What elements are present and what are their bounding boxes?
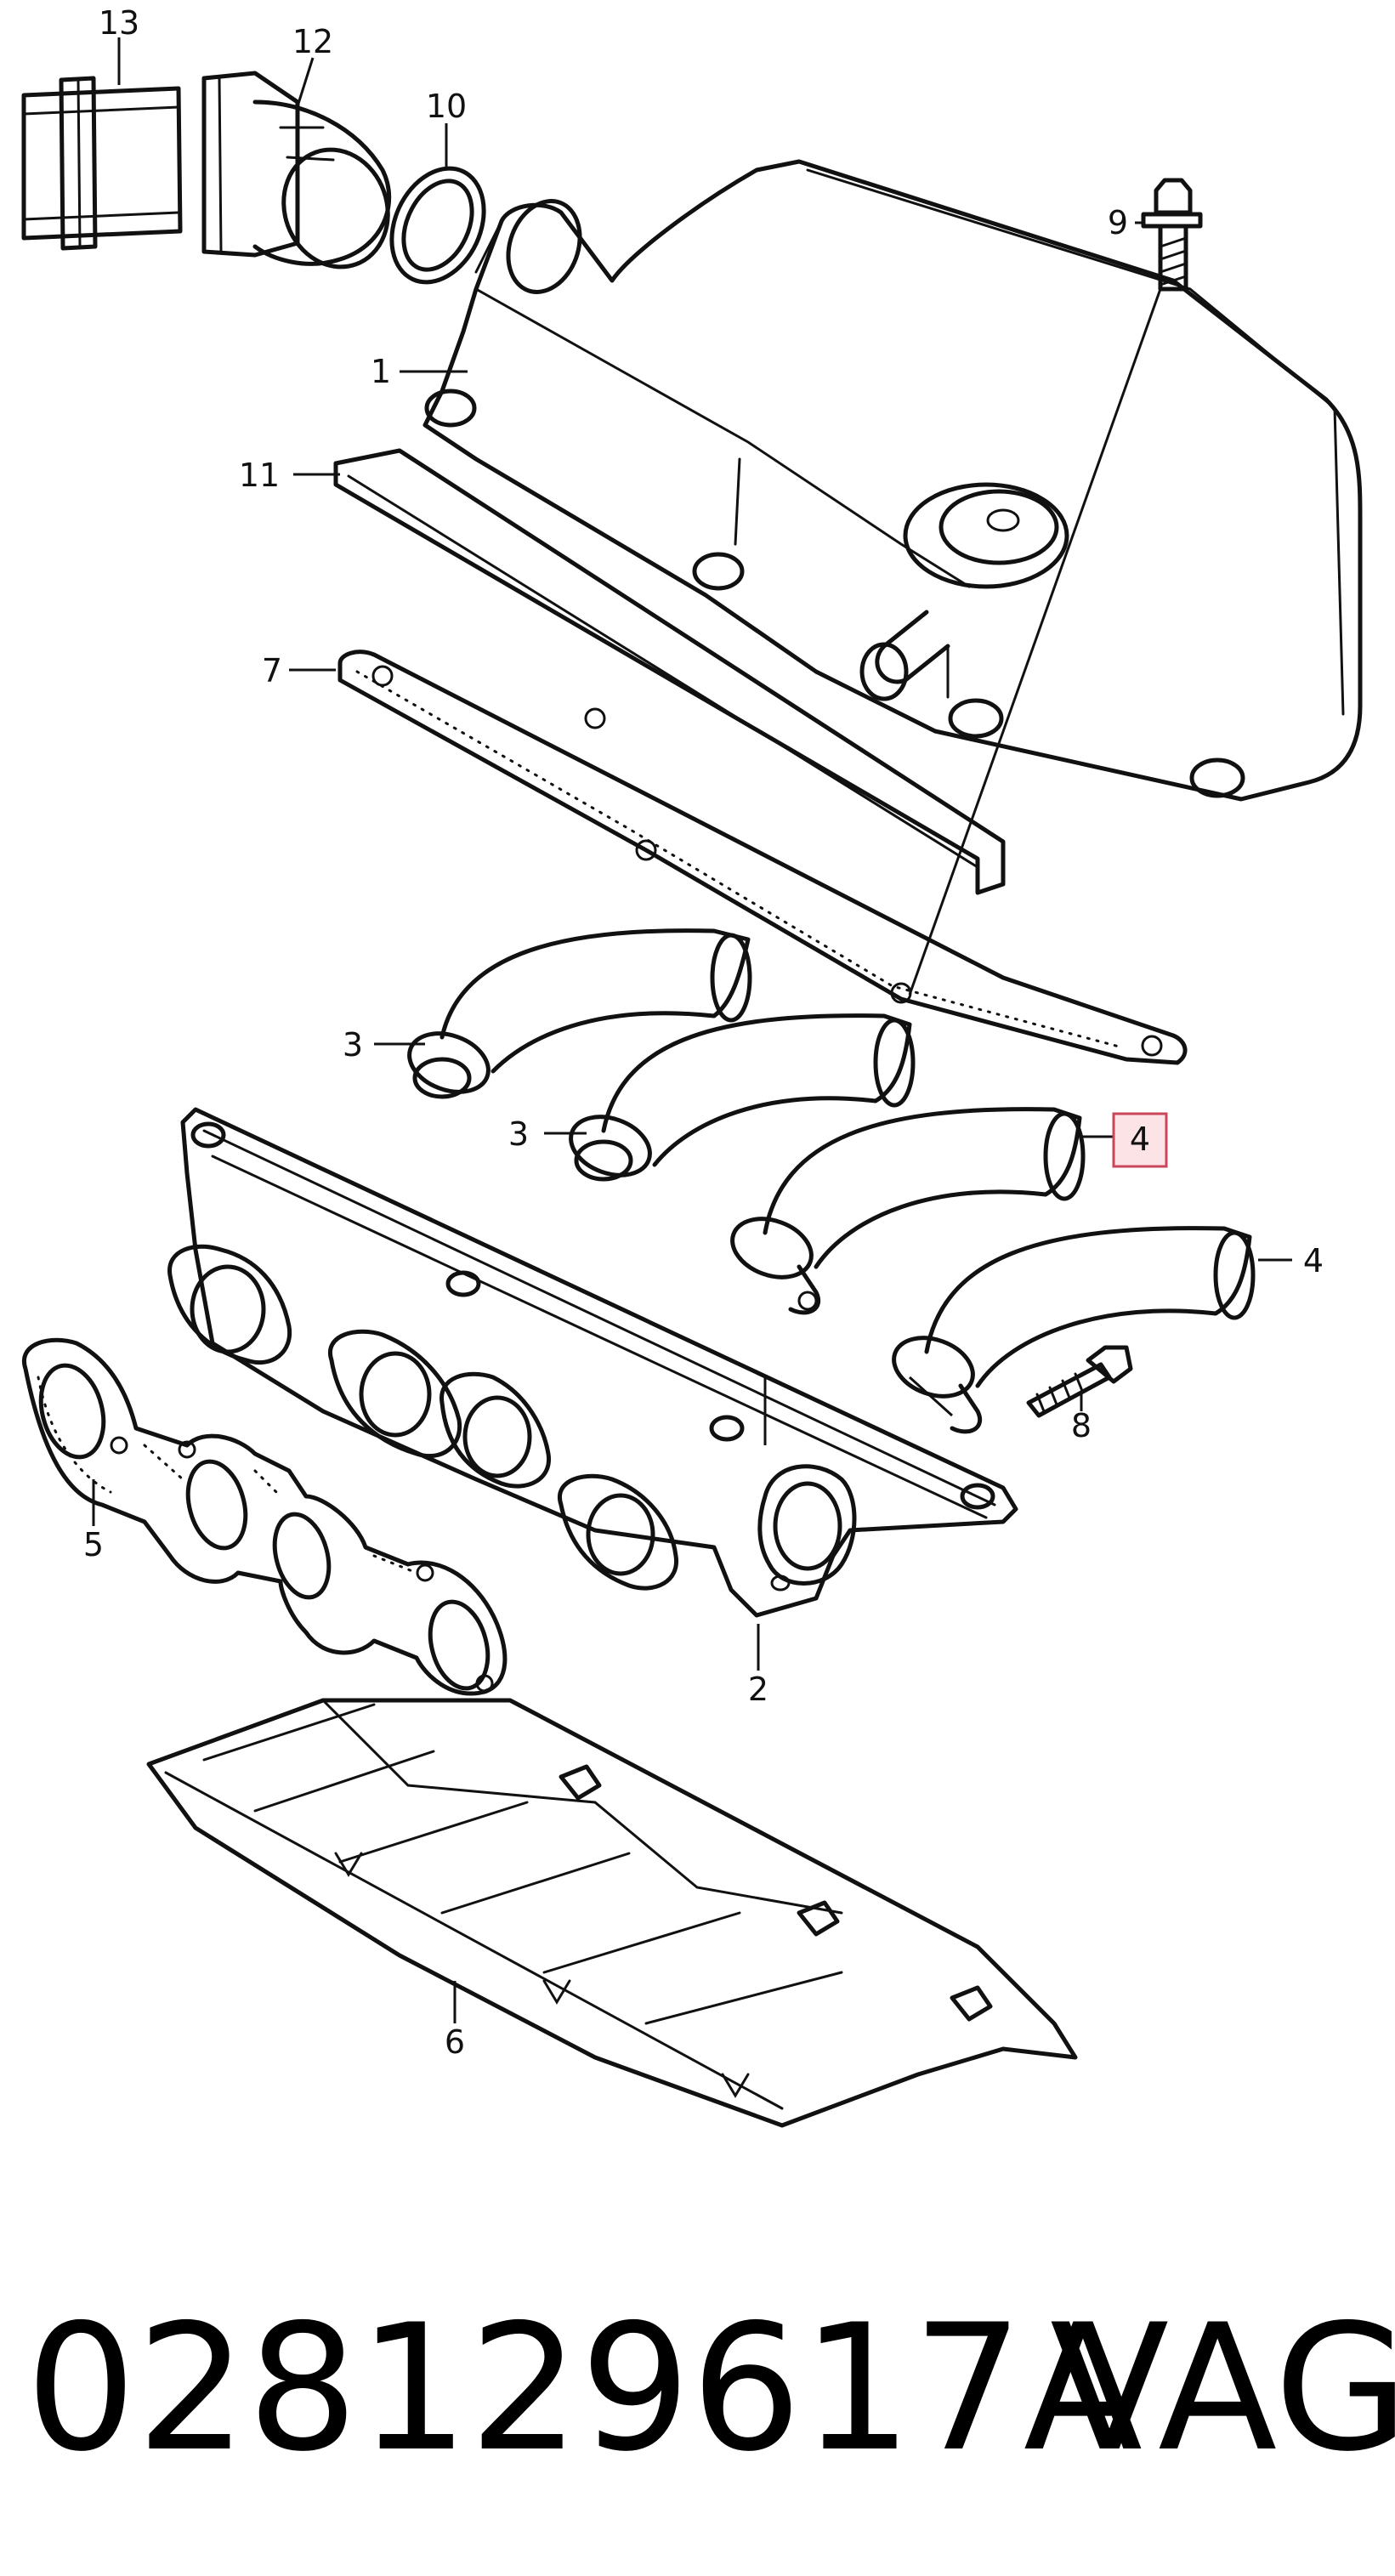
part-12-connector-elbow xyxy=(201,71,392,270)
caption: 028129617A VAG xyxy=(0,2261,1395,2516)
part-7-gasket xyxy=(337,650,1188,1065)
part-11-flange-plate xyxy=(333,448,1006,895)
callout-9: 9 xyxy=(1108,204,1128,241)
callout-5: 5 xyxy=(83,1526,104,1563)
callout-4-b: 4 xyxy=(1303,1242,1324,1279)
callout-7: 7 xyxy=(262,652,282,689)
part-number: 028129617A xyxy=(26,2288,1143,2490)
part-8-bolt xyxy=(1026,1345,1133,1418)
callout-3-b: 3 xyxy=(508,1115,529,1153)
part-2-lower-manifold xyxy=(167,1107,1018,1618)
part-13-sleeve xyxy=(21,76,183,251)
callout-2: 2 xyxy=(748,1671,768,1708)
brand-name: VAG xyxy=(1050,2288,1395,2490)
part-1-upper-housing xyxy=(422,159,1363,802)
exploded-view-drawing: 13 12 10 1 11 7 9 3 3 4 4 8 5 2 6 xyxy=(21,4,1363,2128)
callout-6: 6 xyxy=(445,2023,465,2061)
callout-11: 11 xyxy=(239,457,280,494)
part-4-runner-d xyxy=(892,1226,1256,1434)
callout-1: 1 xyxy=(371,353,391,390)
part-10-oring xyxy=(389,166,486,285)
callout-12: 12 xyxy=(292,23,333,60)
part-6-heat-shield xyxy=(146,1698,1078,2128)
parts-diagram: 13 12 10 1 11 7 9 3 3 4 4 8 5 2 6 xyxy=(21,4,1363,2128)
part-5-port-gasket xyxy=(21,1337,508,1696)
callout-10: 10 xyxy=(426,88,467,125)
callout-8: 8 xyxy=(1071,1407,1092,1444)
part-3-runner-b xyxy=(569,1013,916,1182)
callout-3-a: 3 xyxy=(343,1026,363,1064)
callout-4-highlighted: 4 xyxy=(1130,1121,1150,1158)
leader-lines xyxy=(92,37,1292,2023)
highlight-box xyxy=(1112,1112,1168,1168)
part-3-runner-a xyxy=(407,928,752,1099)
part-4-runner-c xyxy=(730,1107,1086,1315)
callout-13: 13 xyxy=(99,4,139,42)
